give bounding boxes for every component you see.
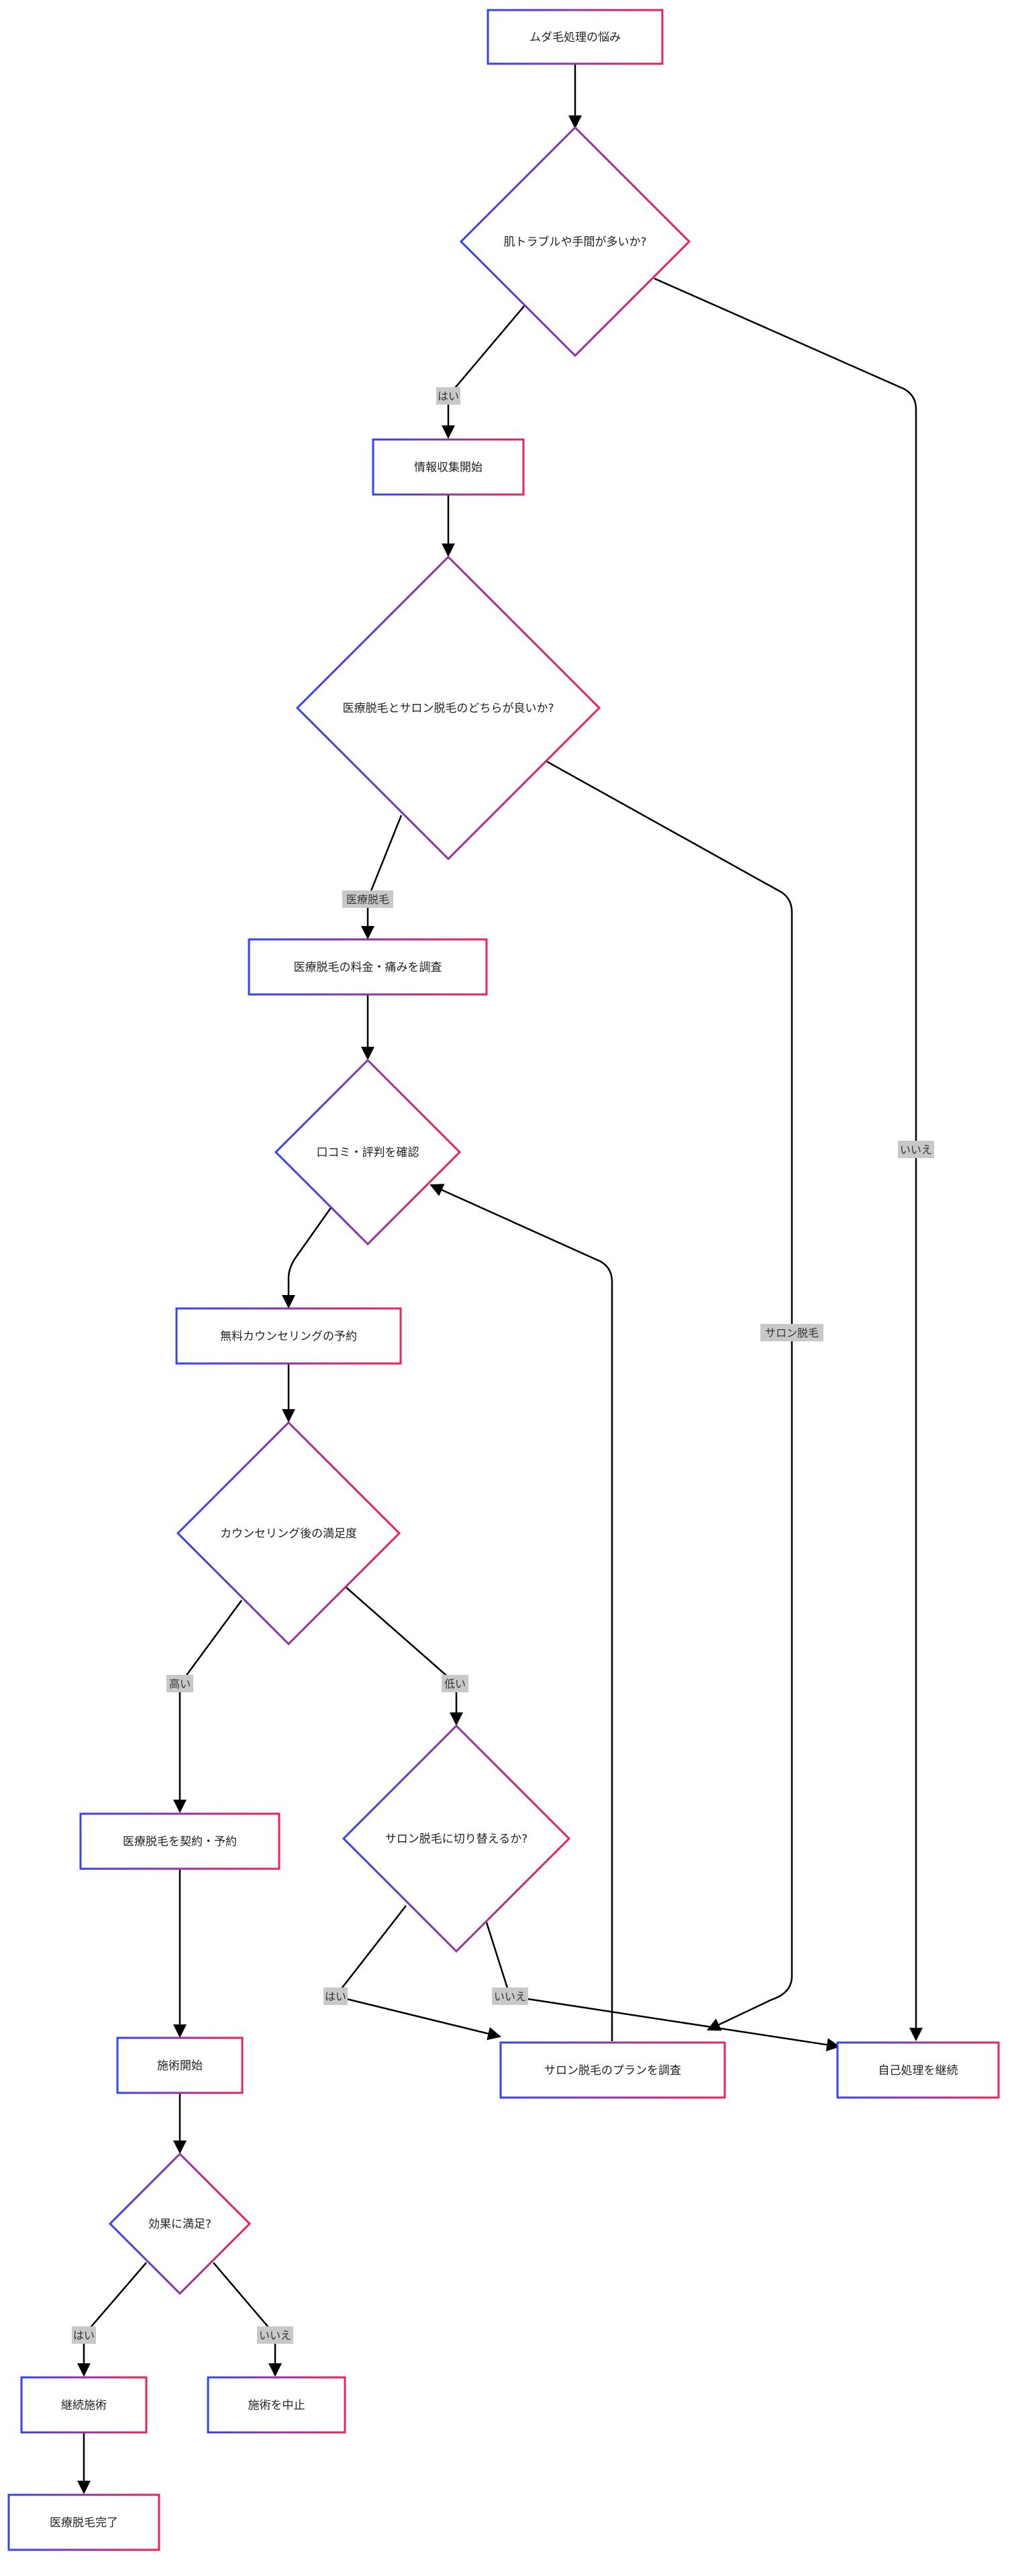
svg-text:サロン脱毛のプランを調査: サロン脱毛のプランを調査 xyxy=(544,2064,681,2077)
edge-salonplan-to-reviews xyxy=(429,1184,613,2041)
svg-text:いいえ: いいえ xyxy=(900,1143,932,1156)
node-self-care: 自己処理を継続 xyxy=(836,2041,1000,2099)
edge-label-yes-effect: はい xyxy=(72,2326,96,2344)
node-medical-research: 医療脱毛の料金・痛みを調査 xyxy=(248,938,488,996)
svg-text:情報収集開始: 情報収集開始 xyxy=(414,461,483,474)
decision-nodes: 肌トラブルや手間が多いか? 医療脱毛とサロン脱毛のどちらが良いか? 口コミ・評判… xyxy=(108,125,691,2296)
edge-label-yes-switch: はい xyxy=(323,1988,348,2005)
svg-text:医療脱毛を契約・予約: 医療脱毛を契約・予約 xyxy=(123,1835,237,1849)
svg-text:ムダ毛処理の悩み: ムダ毛処理の悩み xyxy=(529,31,621,44)
svg-text:低い: 低い xyxy=(444,1678,466,1690)
edge-label-salon: サロン脱毛 xyxy=(760,1324,823,1341)
decision-type: 医療脱毛とサロン脱毛のどちらが良いか? xyxy=(295,555,601,861)
edge-label-yes-trouble: はい xyxy=(436,387,460,405)
svg-text:サロン脱毛: サロン脱毛 xyxy=(765,1327,819,1339)
edge-labels: はい いいえ 医療脱毛 サロン脱毛 高い 低い はい いいえ xyxy=(72,387,934,2344)
svg-text:高い: 高い xyxy=(169,1678,191,1690)
svg-text:いいえ: いいえ xyxy=(259,2329,291,2342)
svg-text:いいえ: いいえ xyxy=(494,1990,526,2003)
edge-label-low: 低い xyxy=(442,1675,468,1692)
svg-text:サロン脱毛に切り替えるか?: サロン脱毛に切り替えるか? xyxy=(385,1833,528,1846)
decision-switch: サロン脱毛に切り替えるか? xyxy=(342,1724,571,1953)
svg-text:口コミ・評判を確認: 口コミ・評判を確認 xyxy=(317,1146,419,1160)
node-salon-plan: サロン脱毛のプランを調査 xyxy=(499,2041,726,2099)
svg-text:はい: はい xyxy=(325,1990,346,2003)
svg-text:自己処理を継続: 自己処理を継続 xyxy=(878,2064,958,2077)
edge-satisfaction-high xyxy=(173,1600,243,1813)
node-start: ムダ毛処理の悩み xyxy=(487,9,664,65)
node-counseling: 無料カウンセリングの予約 xyxy=(175,1307,402,1365)
svg-text:医療脱毛の料金・痛みを調査: 医療脱毛の料金・痛みを調査 xyxy=(294,961,442,974)
svg-text:効果に満足?: 効果に満足? xyxy=(148,2218,211,2231)
edge-label-high: 高い xyxy=(166,1675,193,1692)
svg-text:継続施術: 継続施術 xyxy=(61,2399,107,2412)
edge-trouble-yes-to-research xyxy=(442,305,525,439)
svg-text:カウンセリング後の満足度: カウンセリング後の満足度 xyxy=(220,1527,357,1541)
svg-text:医療脱毛とサロン脱毛のどちらが良いか?: 医療脱毛とサロン脱毛のどちらが良いか? xyxy=(342,702,554,715)
svg-text:施術開始: 施術開始 xyxy=(157,2059,203,2073)
node-continue: 継続施術 xyxy=(20,2376,148,2434)
decision-satisfaction: カウンセリング後の満足度 xyxy=(176,1421,401,1646)
edge-label-no-switch: いいえ xyxy=(492,1988,528,2005)
decision-trouble: 肌トラブルや手間が多いか? xyxy=(459,125,691,358)
svg-text:はい: はい xyxy=(73,2329,95,2342)
decision-effect: 効果に満足? xyxy=(108,2152,252,2296)
svg-text:はい: はい xyxy=(438,390,459,403)
edge-reviews-to-counseling xyxy=(282,1207,332,1308)
edges xyxy=(77,57,923,2494)
decision-reviews: 口コミ・評判を確認 xyxy=(274,1058,462,1246)
edge-type-medical xyxy=(361,815,403,939)
node-research: 情報収集開始 xyxy=(372,438,525,496)
edge-switch-no xyxy=(485,1922,840,2052)
edge-effect-no xyxy=(213,2262,282,2377)
node-stop: 施術を中止 xyxy=(207,2376,346,2434)
svg-text:医療脱毛完了: 医療脱毛完了 xyxy=(50,2516,118,2530)
edge-effect-yes xyxy=(77,2262,147,2377)
node-treatment-start: 施術開始 xyxy=(116,2037,244,2094)
node-complete: 医療脱毛完了 xyxy=(7,2493,160,2551)
svg-text:医療脱毛: 医療脱毛 xyxy=(346,893,389,906)
svg-text:無料カウンセリングの予約: 無料カウンセリングの予約 xyxy=(220,1330,357,1343)
svg-text:肌トラブルや手間が多いか?: 肌トラブルや手間が多いか? xyxy=(503,235,646,249)
svg-text:施術を中止: 施術を中止 xyxy=(248,2399,305,2412)
edge-satisfaction-low xyxy=(345,1586,463,1726)
edge-label-no-trouble: いいえ xyxy=(898,1141,934,1158)
edge-label-no-effect: いいえ xyxy=(257,2326,293,2344)
edge-trouble-no-to-selfcare xyxy=(654,277,923,2041)
node-contract: 医療脱毛を契約・予約 xyxy=(79,1812,281,1870)
process-nodes: ムダ毛処理の悩み 情報収集開始 医療脱毛の料金・痛みを調査 無料カウンセリングの… xyxy=(7,9,1000,2551)
edge-type-salon xyxy=(546,760,793,2031)
edge-label-medical: 医療脱毛 xyxy=(342,890,393,908)
